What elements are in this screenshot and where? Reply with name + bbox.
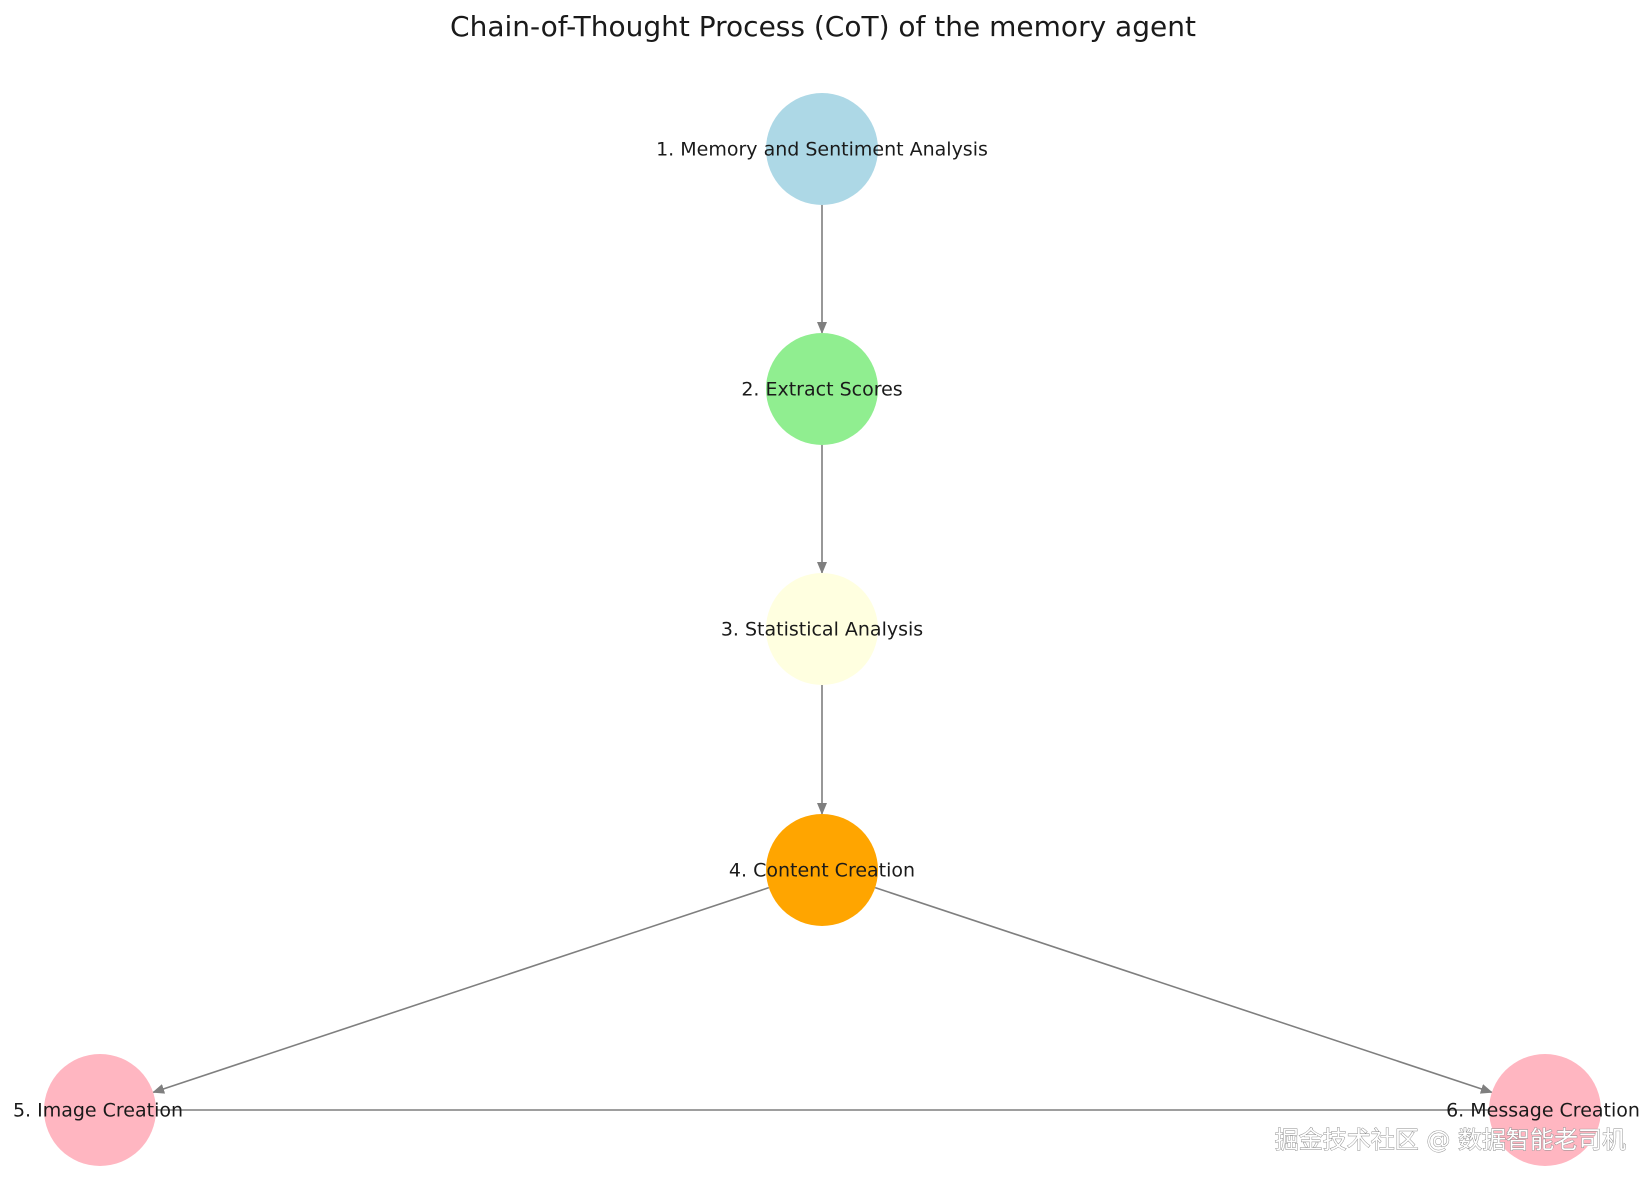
watermark: 掘金技术社区 @ 数据智能老司机 [1275,1126,1626,1154]
node-content-creation: 4. Content Creation [729,814,915,926]
node-label-statistical-analysis: 3. Statistical Analysis [721,619,923,641]
node-memory-sentiment-analysis: 1. Memory and Sentiment Analysis [656,93,988,205]
node-message-creation: 6. Message Creation [1446,1054,1640,1166]
node-label-extract-scores: 2. Extract Scores [741,379,902,401]
node-circle-image-creation [44,1054,156,1166]
edge-content-to-image [152,886,770,1094]
nodes-layer: 1. Memory and Sentiment Analysis 2. Extr… [13,93,1640,1166]
edge-content-to-message [874,886,1493,1094]
node-statistical-analysis: 3. Statistical Analysis [721,573,923,685]
edges-layer [152,205,1493,1111]
node-circle-content-creation [766,814,878,926]
node-label-message-creation: 6. Message Creation [1446,1100,1640,1122]
node-label-content-creation: 4. Content Creation [729,860,915,882]
node-label-image-creation: 5. Image Creation [13,1100,183,1122]
node-label-memory-sentiment-analysis: 1. Memory and Sentiment Analysis [656,139,988,161]
node-circle-message-creation [1489,1054,1601,1166]
node-circle-extract-scores [766,333,878,445]
diagram-title: Chain-of-Thought Process (CoT) of the me… [450,10,1196,43]
node-circle-memory-sentiment-analysis [766,93,878,205]
node-image-creation: 5. Image Creation [13,1054,183,1166]
node-circle-statistical-analysis [766,573,878,685]
node-extract-scores: 2. Extract Scores [741,333,903,445]
